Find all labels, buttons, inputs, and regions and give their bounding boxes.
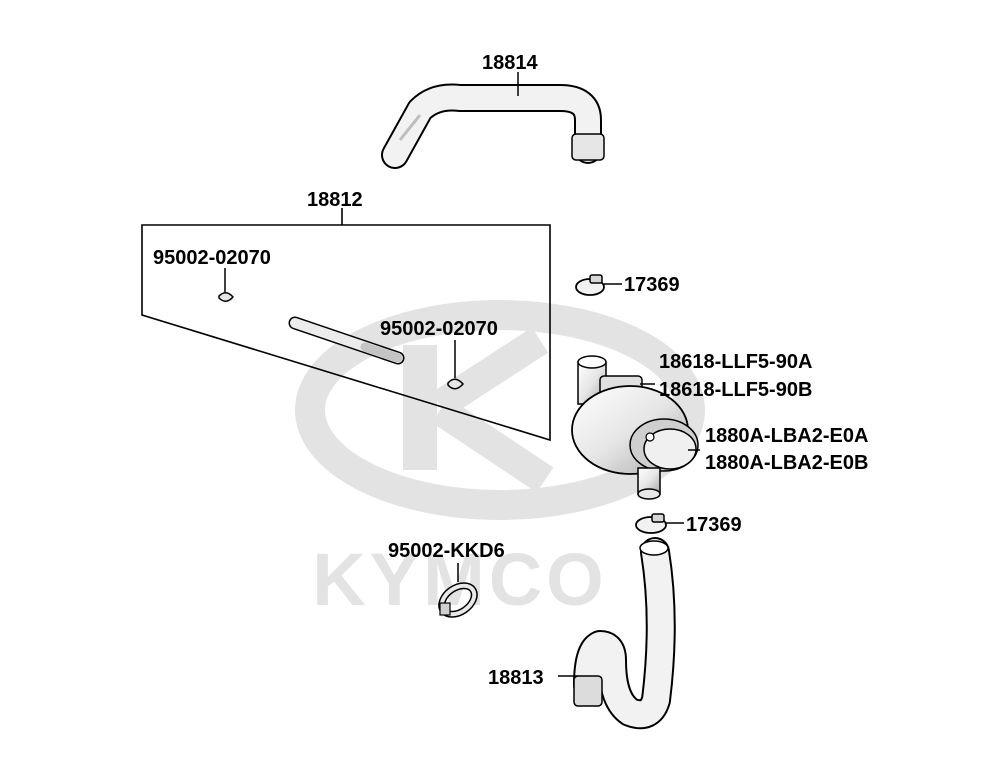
- label-clip-right: 95002-02070: [380, 318, 498, 340]
- clamp-lower-icon: [635, 513, 684, 534]
- kymco-logo-icon: [295, 300, 705, 520]
- label-valve-b: 18618-LLF5-90B: [659, 379, 812, 401]
- band-clamp-icon: [438, 563, 478, 618]
- hose-18813: [558, 537, 676, 730]
- clip-icon-right: [447, 340, 465, 390]
- label-band-clamp: 95002-KKD6: [388, 540, 505, 562]
- hose-18814: [381, 83, 605, 169]
- label-clamp-upper: 17369: [624, 274, 680, 296]
- label-clip-left: 95002-02070: [153, 247, 271, 269]
- tube-18812: [288, 316, 405, 365]
- label-filter-a: 1880A-LBA2-E0A: [705, 425, 868, 447]
- tube-kit-frame: [141, 208, 551, 442]
- label-18813: 18813: [488, 667, 544, 689]
- label-clamp-lower: 17369: [686, 514, 742, 536]
- label-filter-b: 1880A-LBA2-E0B: [705, 452, 868, 474]
- label-18814: 18814: [482, 52, 538, 74]
- label-valve-a: 18618-LLF5-90A: [659, 351, 812, 373]
- label-18812: 18812: [307, 189, 363, 211]
- clip-icon-left: [218, 268, 234, 302]
- valve-filter-assembly: [571, 355, 700, 500]
- clamp-upper-icon: [575, 274, 622, 296]
